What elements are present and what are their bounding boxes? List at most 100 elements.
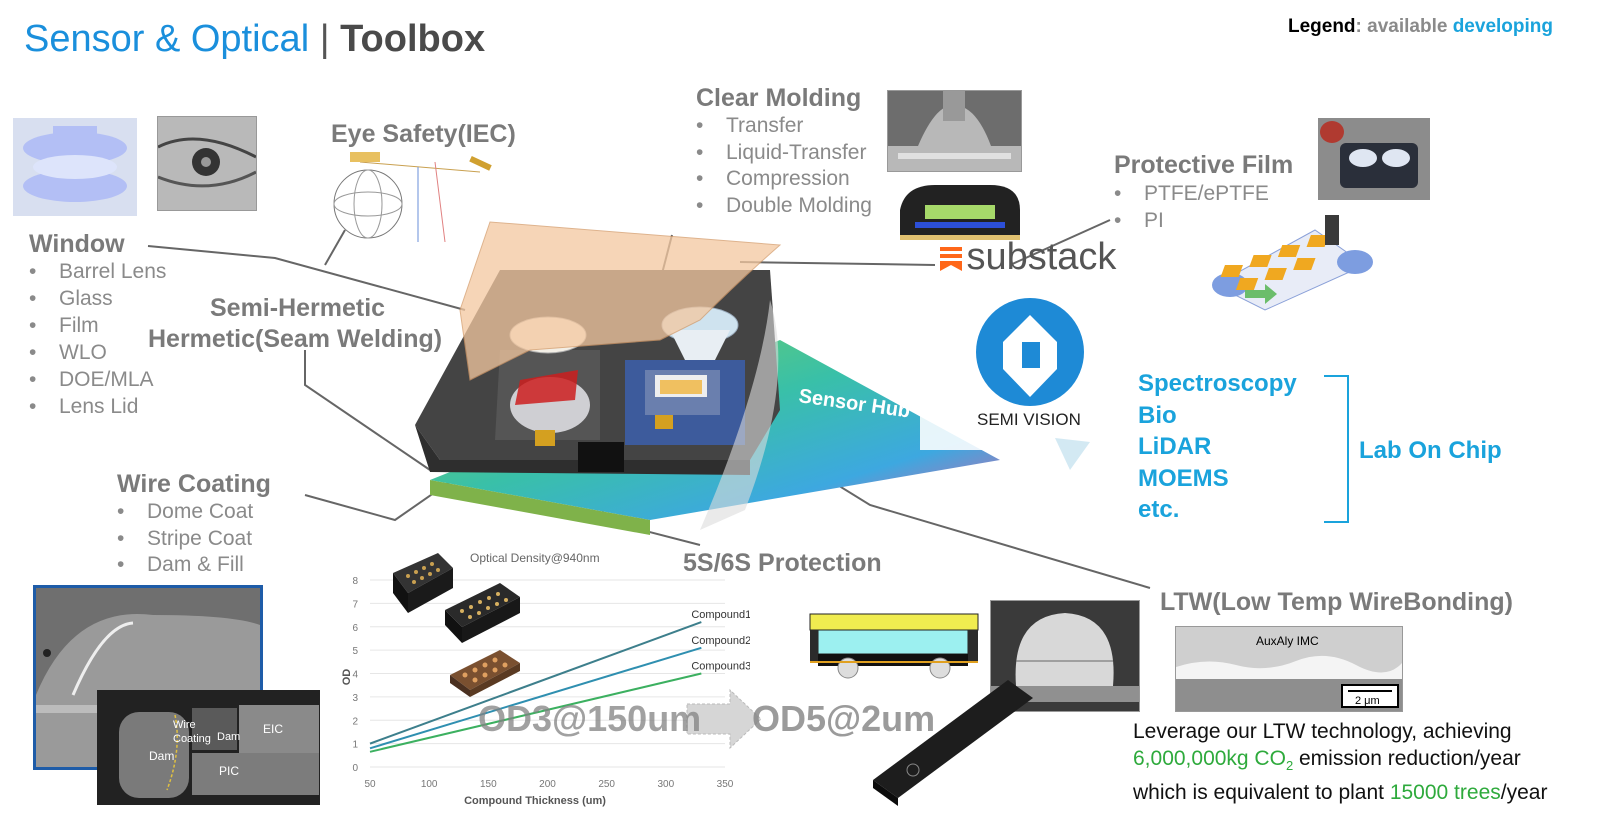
sem-wire-label: Wire [173,719,196,731]
chart-series-line [369,672,702,753]
chart-grid [370,579,725,768]
chart-y-tick-label: 1 [352,740,358,751]
sem-coating-label: Coating [173,733,211,745]
chart-series-label: Compound3 [691,661,750,673]
ltw-co2-subscript: 2 [1285,758,1294,774]
ltw-imc-label: AuxAly IMC [1256,634,1319,648]
lab-item-lidar: LiDAR [1138,433,1212,460]
legend: Legend: available developing [1288,16,1553,38]
window-item: Film [29,312,166,339]
legend-key: Legend [1287,16,1356,37]
ltw-desc-line2: 6,000,000kg CO2 emission reduction/year [1133,745,1547,779]
window-item: Glass [29,285,166,312]
semi-hermetic-label: Semi-Hermetic [210,294,386,322]
film-roller-diagram [1212,215,1373,311]
chart-y-tick-label: 5 [352,646,358,657]
ltw-equivalent-text: which is equivalent to plant [1133,781,1390,805]
connector-chip-image-3 [450,650,520,697]
ltw-emission-text: emission reduction/year [1293,747,1521,770]
window-list: Barrel Lens Glass Film WLO DOE/MLA Lens … [29,258,166,420]
barrel-lens-image [13,118,137,216]
protective-film-item: PI [1114,207,1269,234]
semi-vision-text: SEMI VISION [977,410,1081,429]
clear-molding-item: Compression [696,166,872,193]
eye-safety-connector [324,229,346,266]
semi-vision-watermark: SEMI VISION [920,290,1110,450]
chart-y-tick-label: 2 [352,716,358,727]
ltw-trees-count: 15000 trees [1389,781,1501,805]
ltw-co2-amount: 6,000,000kg CO [1133,747,1286,770]
sem-dam-label: Dam [149,749,174,763]
dam-fill-sem-image: Dam Wire Coating Dam EIC PIC [97,690,320,805]
legend-available: available [1367,16,1448,37]
ltw-title: LTW(Low Temp WireBonding) [1160,588,1513,616]
wire-coating-list: Dome Coat Stripe Coat Dam & Fill [117,499,253,579]
sem-dam2-label: Dam [217,731,240,743]
5s6s-package-diagram [809,613,979,679]
chart-y-tick-label: 4 [352,670,358,681]
lab-item-spectroscopy: Spectroscopy [1138,370,1297,397]
chart-series-lines [369,621,702,753]
5s6s-protection-title: 5S/6S Protection [683,549,882,577]
wire-coating-item: Dome Coat [117,499,253,526]
chart-series-line [369,621,702,745]
protective-film-package-image [1318,118,1430,200]
title-sensor-optical: Sensor & Optical [24,18,310,60]
ltw-description: Leverage our LTW technology, achieving 6… [1133,718,1547,806]
clear-molding-list: Transfer Liquid-Transfer Compression Dou… [696,113,872,219]
chart-y-ticks: 0 1 2 3 4 5 6 7 8 [352,576,358,774]
connector-chip-image-2 [445,583,520,643]
chart-y-label: OD [341,669,353,686]
hermetic-label: Hermetic(Seam Welding) [148,325,443,353]
ltw-scale-label: 2 μm [1355,695,1380,707]
optical-density-chart: Optical Density@940nm 0 1 2 3 4 5 6 7 8 50 100 150… [341,551,750,807]
clear-molding-package-image [900,185,1020,240]
page-title: Sensor & Optical | Toolbox [24,18,485,61]
chart-y-tick-label: 0 [352,763,358,774]
lab-on-chip-label: Lab On Chip [1359,437,1502,464]
chart-x-tick-label: 150 [480,779,497,790]
od3-label: OD3@150um [478,698,702,739]
clear-molding-sem-image [887,90,1022,172]
window-title: Window [29,230,125,258]
substack-connector [739,261,936,266]
od-arrow-icon [686,688,762,750]
substack-watermark: substack [940,236,1116,279]
od5-label: OD5@2um [752,698,936,739]
chart-x-tick-label: 100 [421,779,438,790]
window-item: Lens Lid [29,393,166,420]
lab-on-chip-bracket [1324,375,1349,523]
protective-film-list: PTFE/ePTFE PI [1114,180,1269,234]
clear-molding-item: Liquid-Transfer [696,140,872,167]
lab-on-chip-list: Spectroscopy Bio LiDAR MOEMS etc. [1138,368,1297,526]
chart-title: Optical Density@940nm [470,551,600,565]
clear-molding-item: Transfer [696,113,872,140]
window-item: Barrel Lens [29,258,166,285]
wlcsp-chip-image [873,680,1033,806]
legend-developing: developing [1452,16,1553,37]
substack-text: substack [966,236,1117,278]
ltw-year-text: /year [1500,781,1548,805]
chart-series-label: Compound2 [691,635,750,647]
sensor-package-illustration: Sensor Hub [415,221,1000,535]
chart-y-tick-label: 3 [352,693,358,704]
lab-item-moems: MOEMS [1138,464,1229,492]
legend-colon: : [1355,16,1362,37]
chart-x-label: Compound Thickness (um) [464,795,606,807]
arrow-to-lab [1055,438,1090,470]
lens-closeup-image [157,116,257,211]
chart-x-tick-label: 350 [717,779,734,790]
chart-y-tick-label: 7 [352,599,358,610]
protective-film-item: PTFE/ePTFE [1114,180,1269,207]
title-separator: | [319,18,330,60]
chart-x-tick-label: 50 [364,779,376,790]
chart-x-tick-label: 250 [598,779,615,790]
wire-coating-item: Stripe Coat [117,526,253,553]
eye-safety-diagram [333,152,492,243]
chart-y-tick-label: 6 [352,623,358,634]
chart-y-tick-label: 8 [352,576,358,587]
hermetic-connector [304,350,431,471]
protective-film-connector [1009,219,1111,266]
